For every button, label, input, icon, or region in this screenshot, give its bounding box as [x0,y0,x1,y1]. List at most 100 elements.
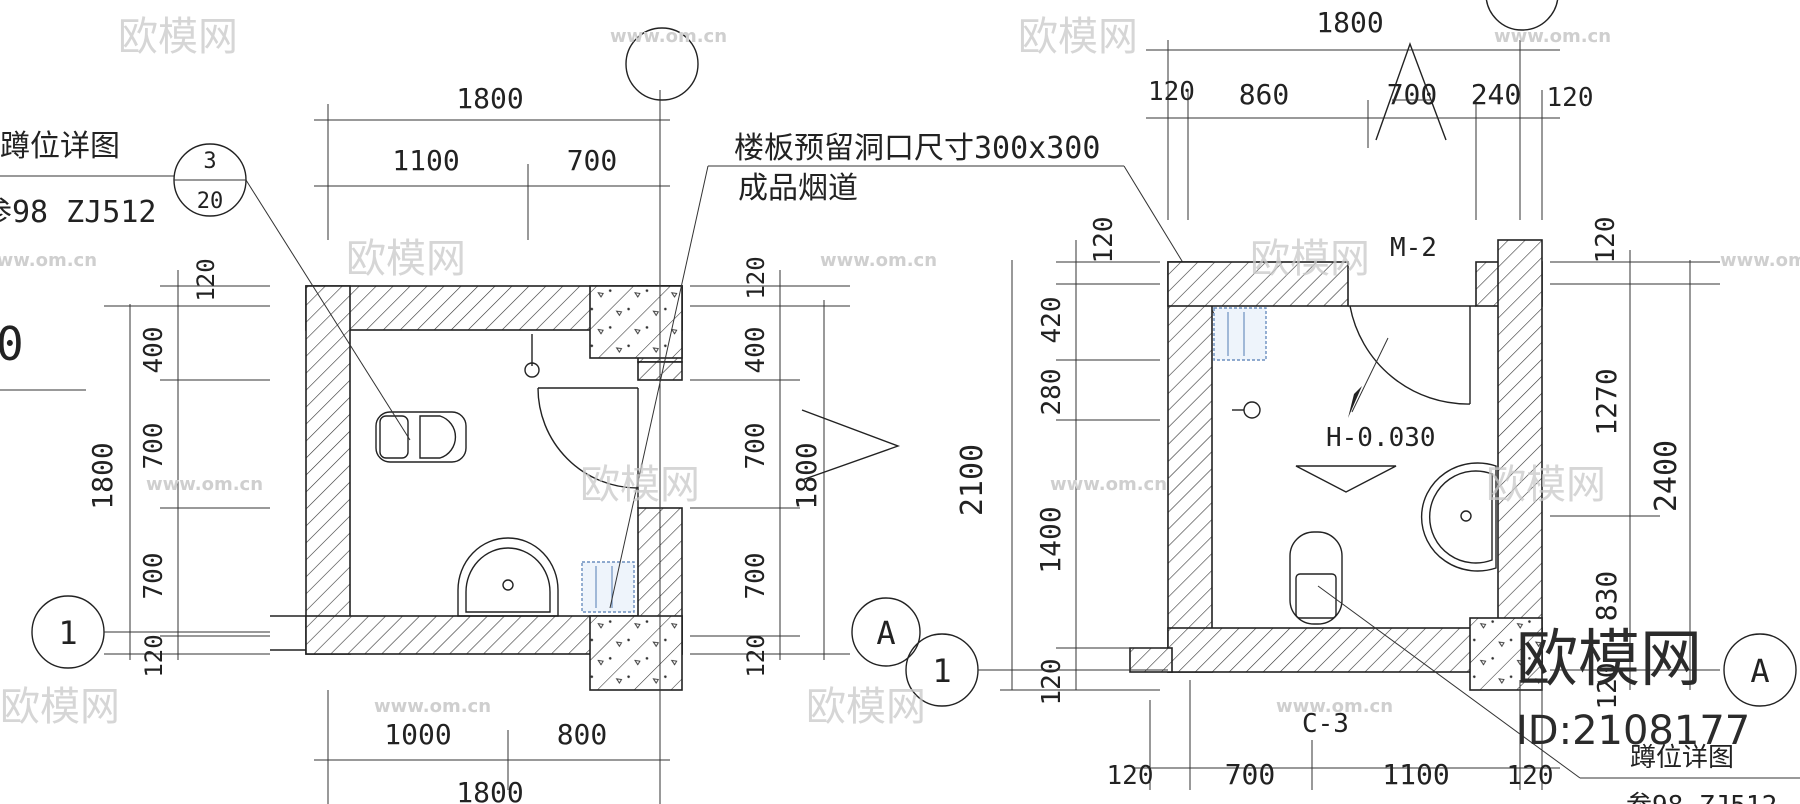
note-line-1: 楼板预留洞口尺寸300x300 [734,131,1100,166]
left-concrete-column-bottom [589,615,683,691]
left-dim-left-5: 120 [140,634,168,677]
right-dim-left-4: 1400 [1034,506,1067,573]
right-top-dimensions: 1800 120 860 700 240 120 [1146,0,1593,220]
right-dim-top-2: 860 [1239,78,1290,111]
left-dim-left-3: 700 [139,423,169,470]
left-dim-left-total: 1800 [86,442,119,509]
right-dim-bottom-2: 700 [1225,758,1276,791]
left-dim-top-b: 700 [567,144,618,177]
right-right-wall [1497,239,1543,673]
right-dim-bottom-3: 1100 [1382,758,1449,791]
right-dim-top-5: 120 [1547,83,1594,113]
right-dim-left-total: 2100 [955,444,990,516]
right-floor-plan: H-0.030 M-2 C-3 1800 120 860 700 240 120 [905,0,1800,804]
right-grid-label-left: 1 [932,652,951,690]
left-dim-left-2: 400 [139,327,169,374]
left-concrete-column-top [589,285,683,359]
right-door-label: M-2 [1390,233,1437,263]
watermark-url: www.om.cn [0,250,97,271]
left-flue-duct [581,561,635,613]
right-dim-top-3: 700 [1387,78,1438,111]
brand-mark: 欧模网 ID:2108177 [1516,622,1750,754]
right-top-wall-left [1167,261,1349,307]
right-window-label: C-3 [1302,709,1349,739]
right-dim-top-1: 120 [1148,77,1195,107]
watermark-layer: 欧模网 www.om.cn 欧模网 www.om.cn www.om.cn 欧模… [0,14,1800,730]
left-grid-bubble-right: A [851,597,921,667]
left-partial-label: 0 [0,317,24,371]
left-floor-plan: 1800 1100 700 1000 800 1800 1800 120 4 [0,27,1219,804]
watermark-url: www.om.cn [1494,26,1611,47]
right-grid-bubble-right: A [1723,633,1797,707]
right-wall-stub [1129,647,1173,673]
left-dim-bottom-a: 1000 [384,718,451,751]
left-dim-right-total: 1800 [790,442,823,509]
flue-note: 楼板预留洞口尺寸300x300 成品烟道 [609,131,1219,609]
right-concrete-column [1469,617,1543,691]
left-dim-right-3: 700 [741,423,771,470]
right-squat-toilet-fixture [1289,531,1343,625]
right-dim-left-5: 120 [1037,659,1067,706]
watermark-url: www.om.cn [146,474,263,495]
left-callout-ref: 参98 ZJ512 [0,195,157,230]
right-dim-right-1: 120 [1591,217,1621,264]
watermark-url: www.om.cn [1720,250,1800,271]
watermark-brand: 欧模网 [806,684,926,730]
right-left-dimensions: 120 420 280 1400 120 2100 [955,217,1160,706]
left-left-dimensions: 1800 120 400 700 700 120 [86,258,270,678]
right-grid-arrow-top [1375,41,1447,141]
watermark-brand: 欧模网 [118,14,238,60]
left-floor-drain [524,334,540,378]
left-grid-label-right: A [876,614,895,652]
right-dim-top-total: 1800 [1316,6,1383,39]
watermark-url: www.om.cn [610,26,727,47]
left-dim-right-1: 120 [742,256,770,299]
watermark-brand: 欧模网 [1486,462,1606,508]
watermark-brand: 欧模网 [0,684,120,730]
right-dim-left-2: 420 [1037,297,1067,344]
left-section-arrow [801,409,901,481]
brand-name: 欧模网 [1516,622,1702,695]
right-dim-right-4: 120 [1593,663,1623,710]
left-squat-callout: 蹲位详图 参98 ZJ512 3 20 [0,129,411,441]
right-dim-top-4: 240 [1471,78,1522,111]
right-flue-duct [1213,307,1267,361]
right-bottom-dimensions: 120 700 1100 120 [1107,680,1560,791]
watermark-brand: 欧模网 [580,462,700,508]
right-dim-left-1: 120 [1089,217,1119,264]
left-dim-right-4: 700 [741,553,771,600]
left-dim-right-2: 400 [741,327,771,374]
right-door-swing [1348,305,1476,405]
left-left-wall [305,285,351,655]
left-top-dimensions: 1800 1100 700 [314,82,670,240]
right-callout-ref: 参98 ZJ512 [1626,791,1777,804]
left-washbasin-fixture [457,537,559,617]
watermark-url: www.om.cn [1276,696,1393,717]
right-left-wall [1167,261,1213,673]
right-dim-right-3: 830 [1590,571,1623,622]
left-dim-left-4: 700 [139,553,169,600]
right-callout-title: 蹲位详图 [1630,743,1734,773]
left-dim-right-5: 120 [742,634,770,677]
left-callout-title: 蹲位详图 [0,129,120,164]
right-washbasin-fixture [1420,462,1497,572]
left-dim-left-1: 120 [192,258,220,301]
right-elevation-text: H-0.030 [1326,423,1436,453]
right-dim-bottom-4: 120 [1507,761,1554,791]
left-right-dimensions: 120 400 700 700 120 1800 [690,256,850,678]
left-dim-bottom-b: 800 [557,718,608,751]
watermark-url: www.om.cn [374,696,491,717]
right-grid-bubble-top [1485,0,1559,31]
watermark-url: www.om.cn [820,250,937,271]
note-line-2: 成品烟道 [738,171,858,206]
right-dim-bottom-1: 120 [1107,761,1154,791]
left-door-swing [537,387,639,508]
brand-id: ID:2108177 [1516,708,1750,754]
watermark-brand: 欧模网 [346,236,466,282]
left-dim-bottom-total: 1800 [456,776,523,804]
right-grid-label-right: A [1750,652,1769,690]
left-grid-bubble-top [625,27,699,101]
left-callout-num-top: 3 [203,149,216,174]
